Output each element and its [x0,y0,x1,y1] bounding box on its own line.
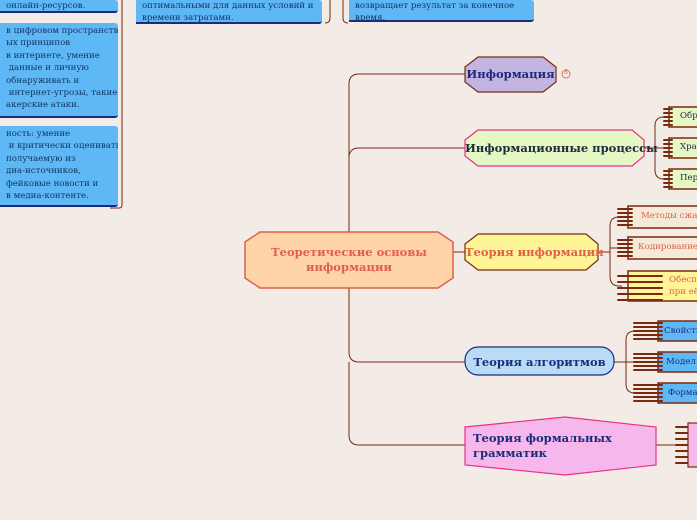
badge-circle [561,69,571,79]
node-information[interactable] [464,56,557,93]
grammars-label: Теория формальных грамматик [473,431,612,460]
theory-child-2-label: Кодирование [638,242,697,252]
processes-children [663,106,697,190]
note4-connector [324,0,331,24]
grammars-children [675,422,697,468]
theory-info-label: Теория информации [465,245,604,259]
theory-child-3-label: Обеспе при её [669,275,697,297]
note-media-literacy: ность: умение и критически оценивать пол… [0,126,118,207]
note-online-resources: онлайн-ресурсов. [0,0,118,13]
alg-child-2-label: Модел [666,357,696,367]
node-theory-info[interactable] [464,233,599,271]
note-digital-space: в цифровом пространстве: ых принципов в … [0,23,118,118]
root-node[interactable] [244,231,454,289]
theory-info-children [617,205,697,302]
notes-connector [110,0,123,209]
processes-child-2-label: Хра [680,142,697,152]
root-label: Теоретические основы информации [271,245,427,274]
processes-label: Информационные процессы [465,141,658,155]
node-algorithms[interactable] [464,346,615,376]
node-grammars[interactable] [464,416,657,476]
algorithms-children [633,320,697,404]
algorithms-label: Теория алгоритмов [473,355,606,369]
note-finite-time: возвращает результат за конечное время. [349,0,534,22]
node-processes[interactable] [464,129,645,167]
alg-child-1-label: Свойств [664,326,697,336]
theory-child-1-label: Методы сжат [641,211,697,221]
processes-child-1-label: Обр [680,111,697,121]
alg-child-3-label: Форма [668,388,697,398]
information-badge: 8 [564,69,568,76]
note-optimal: оптимальными для данных условий и времен… [136,0,322,24]
information-label: Информация [466,67,555,81]
note5-connector [342,0,349,24]
processes-child-3-label: Пер [680,173,697,183]
